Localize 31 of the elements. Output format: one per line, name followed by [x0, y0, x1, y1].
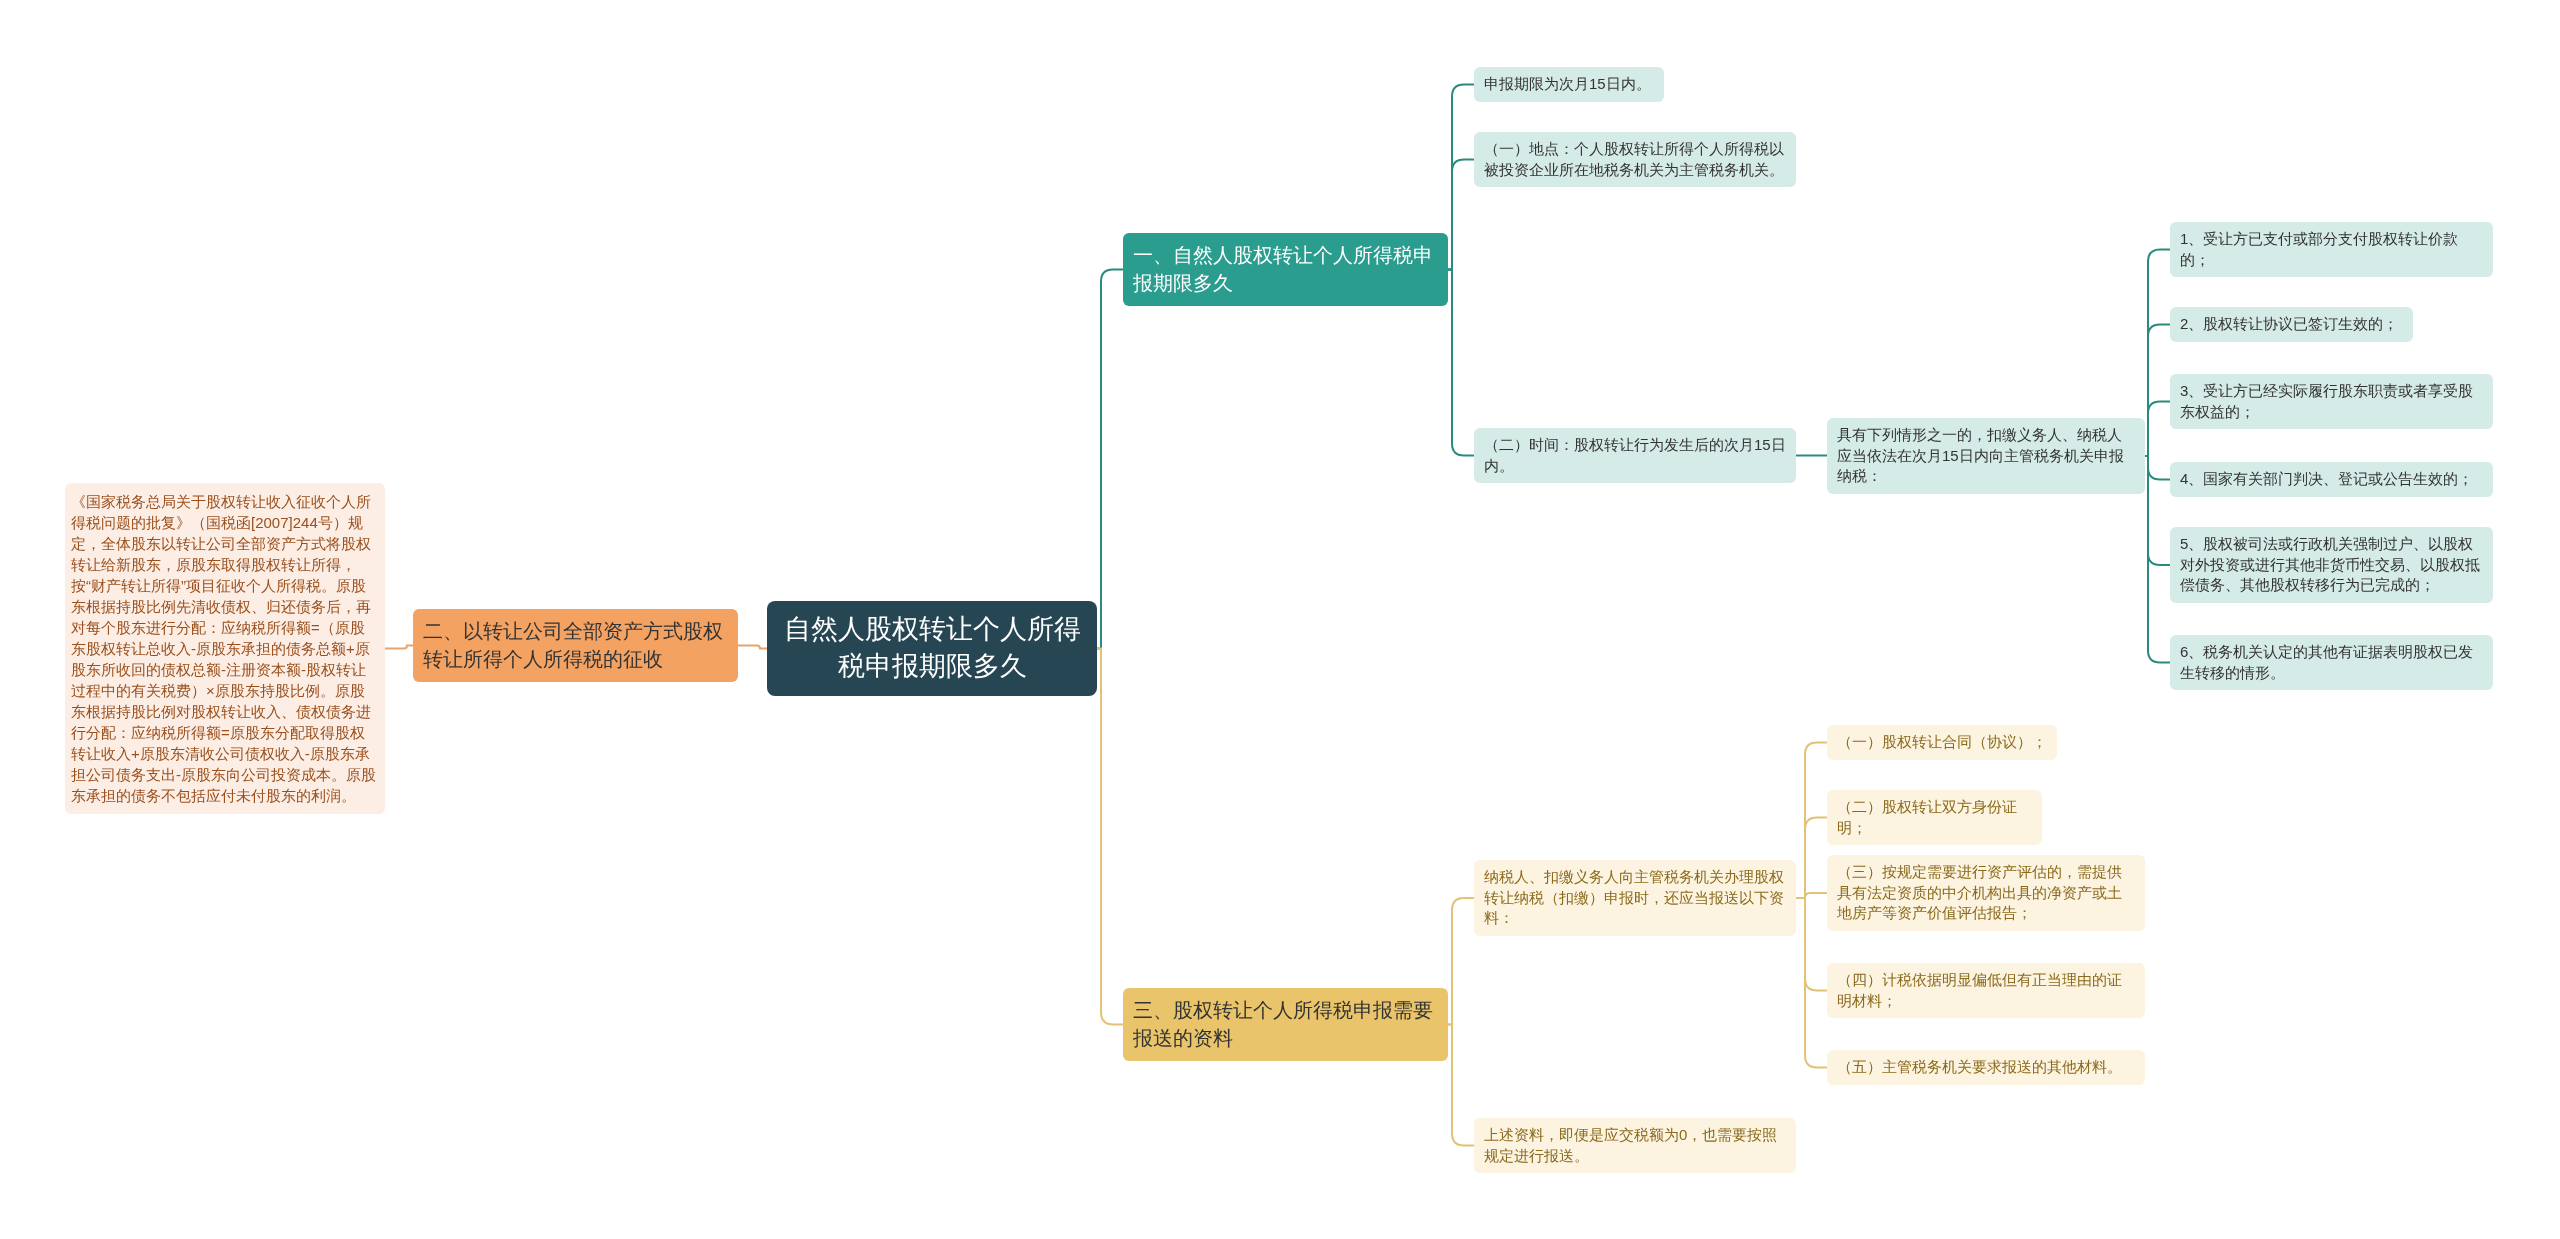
central-topic: 自然人股权转让个人所得税申报期限多久: [767, 601, 1097, 696]
subtopic-box: 4、国家有关部门判决、登记或公告生效的；: [2170, 462, 2493, 497]
subtopic-box: （五）主管税务机关要求报送的其他材料。: [1827, 1050, 2145, 1085]
connector-line: [1447, 1023, 1475, 1147]
subtopic-box: 1、受让方已支付或部分支付股权转让价款的；: [2170, 222, 2493, 278]
subtopic-box: （二）时间：股权转让行为发生后的次月15日内。: [1474, 428, 1796, 484]
connector-line: [1795, 454, 1828, 457]
subtopic-box: （四）计税依据明显偏低但有正当理由的证明材料；: [1827, 963, 2145, 1019]
connector-line: [2144, 455, 2171, 664]
branch-topic: 三、股权转让个人所得税申报需要报送的资料: [1123, 988, 1448, 1062]
subtopic-box: 5、股权被司法或行政机关强制过户、以股权对外投资或进行其他非货币性交易、以股权抵偿债务、其他股权转移行为已完成的；: [2170, 527, 2493, 604]
subtopic-box: （二）股权转让双方身份证明；: [1827, 790, 2042, 846]
connector-line: [737, 644, 768, 650]
connector-line: [384, 644, 414, 650]
note-box: 《国家税务总局关于股权转让收入征收个人所得税问题的批复》（国税函[2007]244号）规定，全体股东以转让公司全部资产方式将股权转让给新股东，原股东取得股权转让所得，按“财产转让所得”项目征收个人所得税。原股东根据持股比例先清收债权、归还债务后，再对每个股东进行分配：应纳税所得额=（原股东股权转让总收入-原股东承担的债务总额+原股东所收回的债权总额-注册资本额-股权转让过程中的有关税费）×原股东持股比例。原股东根据持股比例对股权转让收入、债权债务进行分配：应纳税所得额=原股东分配取得股权转让收入+原股东清收公司债权收入-原股东承担公司债务支出-原股东向公司投资成本。原股东承担的债务不包括应付未付股东的利润。: [65, 483, 385, 814]
branch-topic: 二、以转让公司全部资产方式股权转让所得个人所得税的征收: [413, 609, 738, 683]
subtopic-box: （一）地点：个人股权转让所得个人所得税以被投资企业所在地税务机关为主管税务机关。: [1474, 132, 1796, 188]
connector-line: [1795, 897, 1828, 1069]
subtopic-box: 申报期限为次月15日内。: [1474, 67, 1664, 102]
subtopic-box: 2、股权转让协议已签订生效的；: [2170, 307, 2413, 342]
branch-topic: 一、自然人股权转让个人所得税申报期限多久: [1123, 233, 1448, 307]
connector-line: [1447, 268, 1475, 457]
subtopic-box: 3、受让方已经实际履行股东职责或者享受股东权益的；: [2170, 374, 2493, 430]
subtopic-box: （一）股权转让合同（协议）；: [1827, 725, 2057, 760]
subtopic-box: 上述资料，即便是应交税额为0，也需要按照规定进行报送。: [1474, 1118, 1796, 1174]
subtopic-box: 6、税务机关认定的其他有证据表明股权已发生转移的情形。: [2170, 635, 2493, 691]
subtopic-box: 具有下列情形之一的，扣缴义务人、纳税人应当依法在次月15日内向主管税务机关申报纳税：: [1827, 418, 2145, 495]
subtopic-box: 纳税人、扣缴义务人向主管税务机关办理股权转让纳税（扣缴）申报时，还应当报送以下资料：: [1474, 860, 1796, 937]
subtopic-box: （三）按规定需要进行资产评估的，需提供具有法定资质的中介机构出具的净资产或土地房产等资产价值评估报告；: [1827, 855, 2145, 932]
connector-line: [1096, 647, 1124, 1026]
connector-line: [2144, 400, 2171, 457]
